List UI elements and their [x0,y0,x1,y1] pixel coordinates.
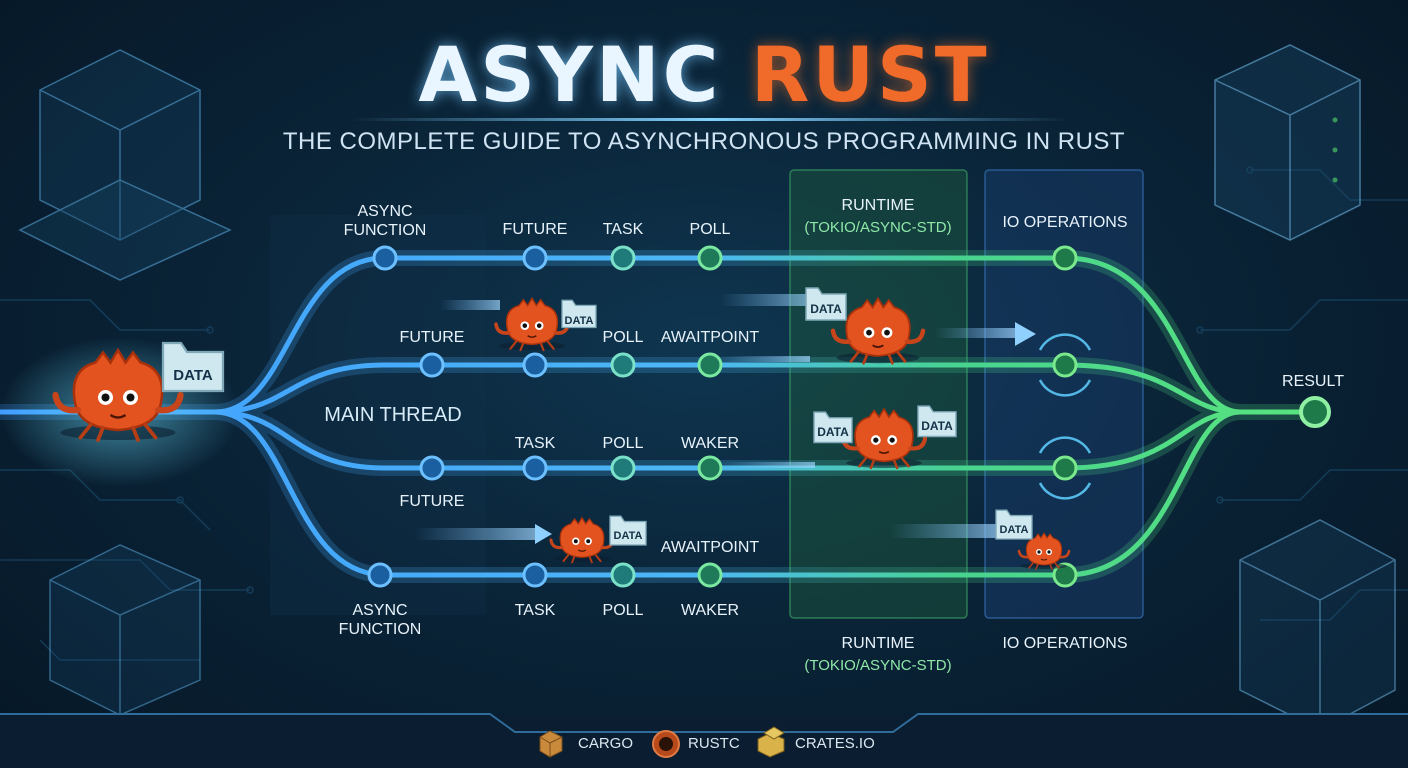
iso-block-top-left [18,49,232,281]
io-operations-zone [984,169,1144,619]
runtime-zone [789,169,968,619]
node [367,562,393,588]
node [419,455,445,481]
motion-streaks [415,294,1036,544]
runtime-sub-top: (TOKIO/ASYNC-STD) [804,219,952,236]
label-task-row4: TASK [514,602,556,619]
node [610,352,636,378]
node [1052,352,1078,378]
title-rust: RUST [750,30,990,119]
node [610,245,636,271]
label-task-row3: TASK [514,435,556,452]
data-tag: DATA [921,419,953,433]
node [1052,245,1078,271]
io-label-top: IO OPERATIONS [1002,214,1128,231]
cargo-box-icon [539,730,563,758]
node [610,562,636,588]
runtime-label-top: RUNTIME [841,197,915,214]
label-poll-row3: POLL [602,435,644,452]
label-poll-row1: POLL [689,221,731,238]
label-async-function-top: ASYNC FUNCTION [343,203,427,239]
io-label-bottom: IO OPERATIONS [1002,635,1128,652]
label-async-function-bottom: ASYNC FUNCTION [338,602,422,638]
runtime-label-bottom: RUNTIME [841,635,915,652]
label-task-row1: TASK [602,221,644,238]
crab-icon [494,296,570,352]
label-waker-row4: WAKER [680,602,740,619]
footer-cargo[interactable]: CARGO [578,735,634,752]
main-thread-zone [270,215,486,615]
data-tag: DATA [817,425,849,439]
lane-2 [212,362,1243,415]
node [522,352,548,378]
label-poll-row2: POLL [602,329,644,346]
subtitle: THE COMPLETE GUIDE TO ASYNCHRONOUS PROGR… [282,128,1126,155]
data-tag: DATA [613,530,643,542]
node [419,352,445,378]
node [522,562,548,588]
node [697,245,723,271]
node [372,245,398,271]
iso-block-bottom-right [1239,519,1396,731]
node [697,352,723,378]
lane-nodes [367,245,1331,588]
data-tag: DATA [999,524,1029,536]
title-async: ASYNC [418,30,722,119]
iso-block-bottom-left [49,544,201,716]
title-underline [350,118,1070,121]
node [1052,562,1078,588]
cycle-icon [1038,333,1092,500]
footer-crates[interactable]: CRATES.IO [795,735,875,752]
crates-box-icon [757,726,785,758]
arrow-icon [1015,322,1036,346]
page-title: ASYNC RUST [0,30,1408,119]
node [522,245,548,271]
node [697,562,723,588]
result-label: RESULT [1282,373,1344,390]
data-tag: DATA [810,302,842,316]
node [610,455,636,481]
footer-bar [0,714,1408,768]
main-thread-label: MAIN THREAD [324,404,462,426]
lane-4 [212,409,1243,578]
runtime-sub-bottom: (TOKIO/ASYNC-STD) [804,657,952,674]
result-node [1299,396,1331,428]
rustc-gear-icon [652,730,680,758]
arrow-icon [535,524,552,544]
label-future-row2: FUTURE [399,329,465,346]
server-top-right [1214,44,1361,241]
node [1052,455,1078,481]
label-awaitpoint-row2: AWAITPOINT [660,329,760,346]
data-tag: DATA [173,367,213,384]
footer-rustc[interactable]: RUSTC [688,735,740,752]
node [697,455,723,481]
node [522,455,548,481]
data-tag: DATA [564,315,594,327]
label-future-row3: FUTURE [399,493,465,510]
label-waker-row3: WAKER [680,435,740,452]
crab-icon [549,516,615,564]
label-awaitpoint-row4: AWAITPOINT [660,539,760,556]
label-poll-row4: POLL [602,602,644,619]
label-future-row1: FUTURE [502,221,568,238]
